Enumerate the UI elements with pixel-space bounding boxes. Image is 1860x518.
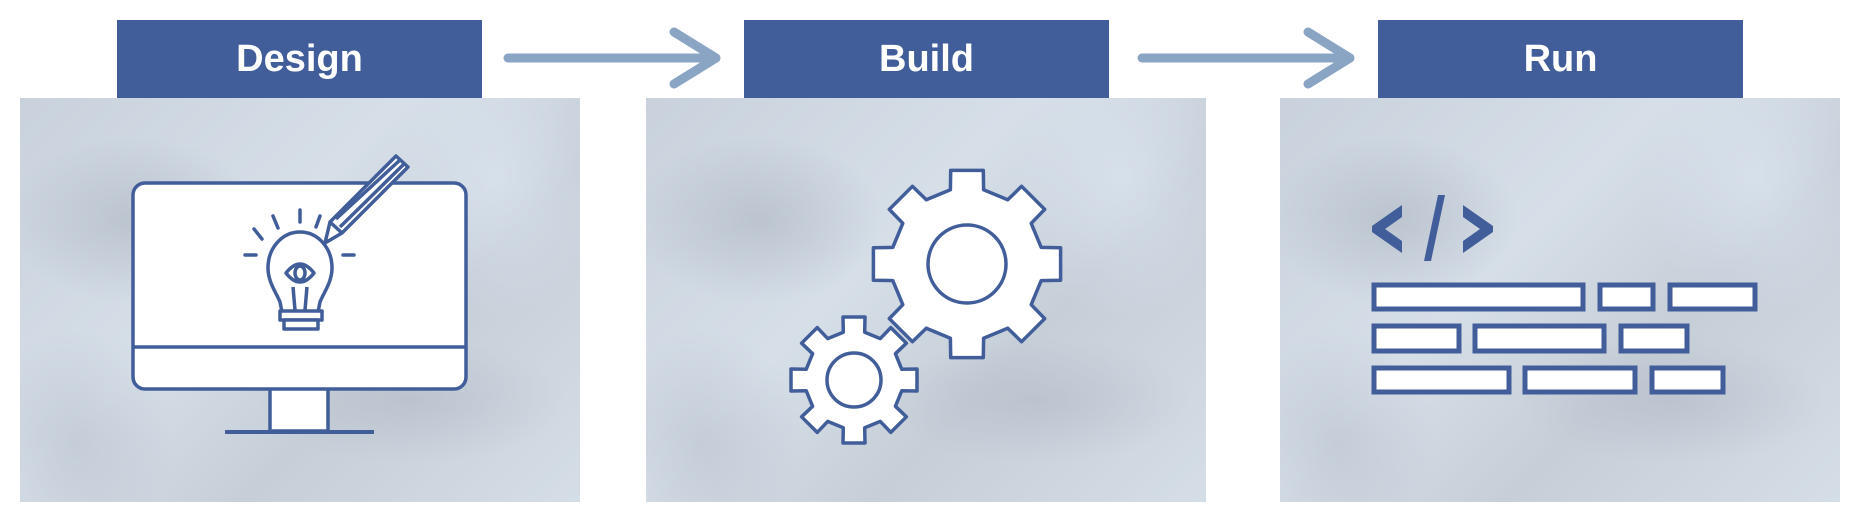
pencil-icon [323,154,410,245]
small-gear-hole [825,351,883,409]
code-icon [1371,195,1758,395]
run-label: Run [1523,37,1598,80]
build-label: Build [879,37,974,80]
build-header: Build [744,20,1109,98]
run-header: Run [1378,20,1743,98]
code-lines [1371,282,1758,395]
design-label: Design [236,37,363,80]
design-header: Design [117,20,482,98]
code-brackets-icon [1372,195,1493,261]
arrow-design-to-build [503,27,721,89]
monitor-stand [268,386,330,433]
lightbulb-icon [243,208,356,331]
monitor-lightbulb-pencil-icon [131,154,468,434]
arrow-build-to-run [1137,27,1355,89]
gears-icon [789,168,1063,445]
large-gear-hole [926,223,1008,305]
